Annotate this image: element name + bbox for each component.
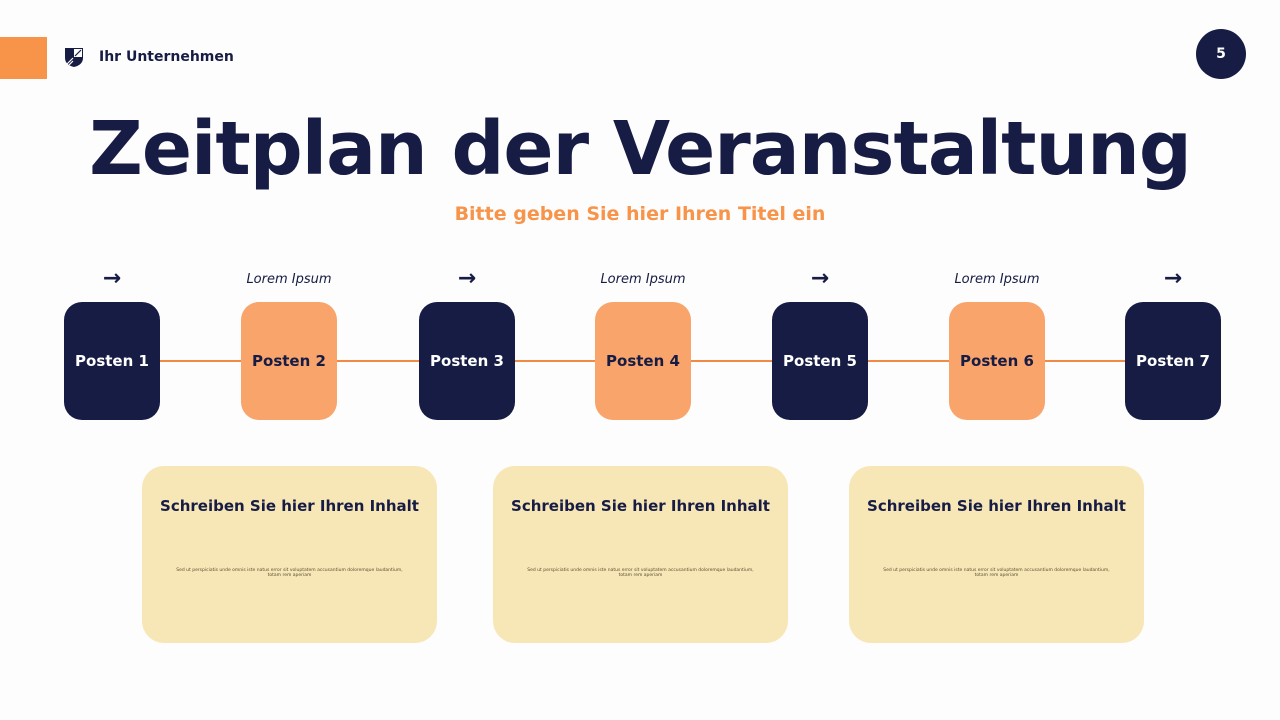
timeline-step: Posten 5 — [772, 302, 868, 420]
arrow-right-icon: → — [102, 266, 122, 291]
company-name: Ihr Unternehmen — [99, 49, 234, 65]
timeline-step: Posten 7 — [1125, 302, 1221, 420]
timeline-step: Posten 4 — [595, 302, 691, 420]
timeline-step: Posten 6 — [949, 302, 1045, 420]
arrow-right-icon: → — [457, 266, 477, 291]
timeline-step: Posten 1 — [64, 302, 160, 420]
card-body: Sed ut perspiciatis unde omnis iste natu… — [883, 568, 1110, 578]
card-body: Sed ut perspiciatis unde omnis iste natu… — [527, 568, 754, 578]
card-heading: Schreiben Sie hier Ihren Inhalt — [511, 497, 770, 515]
page-title: Zeitplan der Veranstaltung — [89, 106, 1192, 192]
step-caption: Lorem Ipsum — [246, 272, 332, 287]
subtitle: Bitte geben Sie hier Ihren Titel ein — [454, 203, 826, 225]
shield-icon — [65, 48, 83, 67]
step-caption: Lorem Ipsum — [600, 272, 686, 287]
accent-bar — [0, 37, 47, 79]
timeline-step: Posten 3 — [419, 302, 515, 420]
arrow-right-icon: → — [1163, 266, 1183, 291]
page-number: 5 — [1196, 29, 1246, 79]
timeline-step: Posten 2 — [241, 302, 337, 420]
step-caption: Lorem Ipsum — [954, 272, 1040, 287]
card-heading: Schreiben Sie hier Ihren Inhalt — [867, 497, 1126, 515]
card-heading: Schreiben Sie hier Ihren Inhalt — [160, 497, 419, 515]
arrow-right-icon: → — [810, 266, 830, 291]
card-body: Sed ut perspiciatis unde omnis iste natu… — [176, 568, 403, 578]
